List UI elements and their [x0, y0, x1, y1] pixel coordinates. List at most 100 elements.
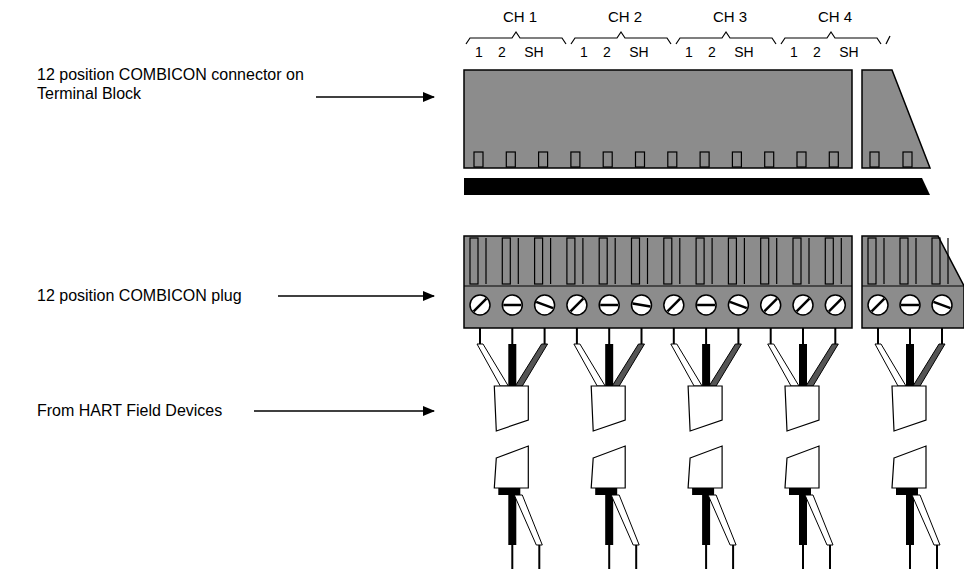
part-label: From HART Field Devices — [37, 401, 252, 420]
wire-shield — [806, 344, 838, 386]
wire-black — [906, 344, 914, 386]
cable-jacket — [785, 446, 819, 488]
terminal-name: 2 — [603, 44, 611, 61]
connector-body — [464, 70, 852, 168]
channel-name: CH 3 — [713, 8, 747, 26]
screw-slot — [934, 302, 951, 308]
wire-lead — [834, 328, 836, 344]
wire-white — [477, 344, 508, 386]
plug-slot — [567, 238, 575, 284]
leader-line — [316, 96, 434, 98]
screw-slot — [764, 299, 777, 312]
terminal-name: SH — [524, 44, 543, 61]
terminal-name: 2 — [498, 44, 506, 61]
pin-socket — [506, 152, 515, 167]
plug-slot — [900, 238, 908, 284]
leader-line — [278, 295, 434, 297]
wire-lead — [802, 328, 804, 344]
wire-lead — [705, 328, 707, 344]
screw-slot — [872, 299, 885, 312]
channel-bracket — [466, 32, 566, 44]
wire-lead — [770, 328, 772, 344]
wire-white — [805, 495, 833, 545]
plug-slot — [615, 238, 616, 284]
wire-lead — [909, 328, 911, 344]
plug-slot — [793, 238, 801, 284]
pin-socket — [903, 152, 912, 167]
wire-shield — [515, 344, 547, 386]
terminal-screw — [535, 295, 555, 315]
terminal-screw — [868, 295, 888, 315]
terminal-screw — [599, 295, 619, 315]
wire-black — [508, 495, 516, 545]
wire-shield — [612, 344, 644, 386]
wire-lead — [732, 545, 734, 569]
wire-black — [896, 488, 918, 495]
plug-slot — [518, 238, 519, 284]
terminal-screw — [825, 295, 845, 315]
plug-slot — [744, 238, 745, 284]
pin-socket — [571, 152, 580, 167]
wire-shield — [709, 344, 741, 386]
terminal-screw — [470, 295, 490, 315]
screw-slot — [697, 304, 715, 307]
screw-slot — [901, 304, 919, 307]
screw-slot — [503, 304, 521, 307]
wire-lead — [829, 545, 831, 569]
wire-black — [605, 344, 613, 386]
wire-black — [702, 495, 710, 545]
wire-white — [708, 495, 736, 545]
terminal-screw — [502, 295, 522, 315]
wire-lead — [641, 328, 643, 344]
plug-slot — [599, 238, 607, 284]
channel-bracket — [781, 32, 881, 44]
pin-socket — [765, 152, 774, 167]
plug-slot — [582, 238, 583, 284]
terminal-name: SH — [629, 44, 648, 61]
terminal-screw — [761, 295, 781, 315]
wire-black — [508, 344, 516, 386]
pin-socket — [603, 152, 612, 167]
part-label: 12 position COMBICON plug — [37, 286, 277, 305]
wire-lead — [802, 545, 804, 569]
pin-socket — [636, 152, 645, 167]
wire-lead — [909, 545, 911, 569]
wire-lead — [576, 328, 578, 344]
channel-name: CH 1 — [503, 8, 537, 26]
wire-white — [514, 495, 542, 545]
cable-jacket — [591, 446, 625, 488]
terminal-screw — [728, 295, 748, 315]
pin-socket — [539, 152, 548, 167]
plug-slot — [915, 238, 916, 284]
wire-lead — [544, 328, 546, 344]
terminal-name: 1 — [475, 44, 483, 61]
pin-socket — [870, 152, 879, 167]
plug-slot — [470, 238, 478, 284]
plug-slot — [761, 238, 769, 284]
screw-slot — [536, 302, 553, 308]
channel-name: CH 4 — [818, 8, 852, 26]
plug-slot — [502, 238, 510, 284]
plug-slot — [535, 238, 543, 284]
wire-white — [875, 344, 906, 386]
wire-shield — [913, 344, 945, 386]
wire-lead — [511, 545, 513, 569]
wire-lead — [538, 545, 540, 569]
terminal-name: 1 — [580, 44, 588, 61]
wire-black — [595, 488, 617, 495]
wire-lead — [877, 328, 879, 344]
plug-slot — [696, 238, 704, 284]
wire-black — [799, 344, 807, 386]
wire-black — [799, 495, 807, 545]
cable-jacket — [688, 386, 722, 431]
channel-name: CH 2 — [608, 8, 642, 26]
wire-lead — [936, 545, 938, 569]
screw-slot — [571, 299, 584, 312]
cable-jacket — [494, 386, 528, 431]
part-label: 12 position COMBICON connector on Termin… — [37, 65, 312, 103]
cable-jacket — [892, 386, 926, 431]
wire-black — [692, 488, 714, 495]
terminal-screw — [696, 295, 716, 315]
plug-body — [862, 236, 964, 328]
plug-slot — [883, 238, 884, 284]
